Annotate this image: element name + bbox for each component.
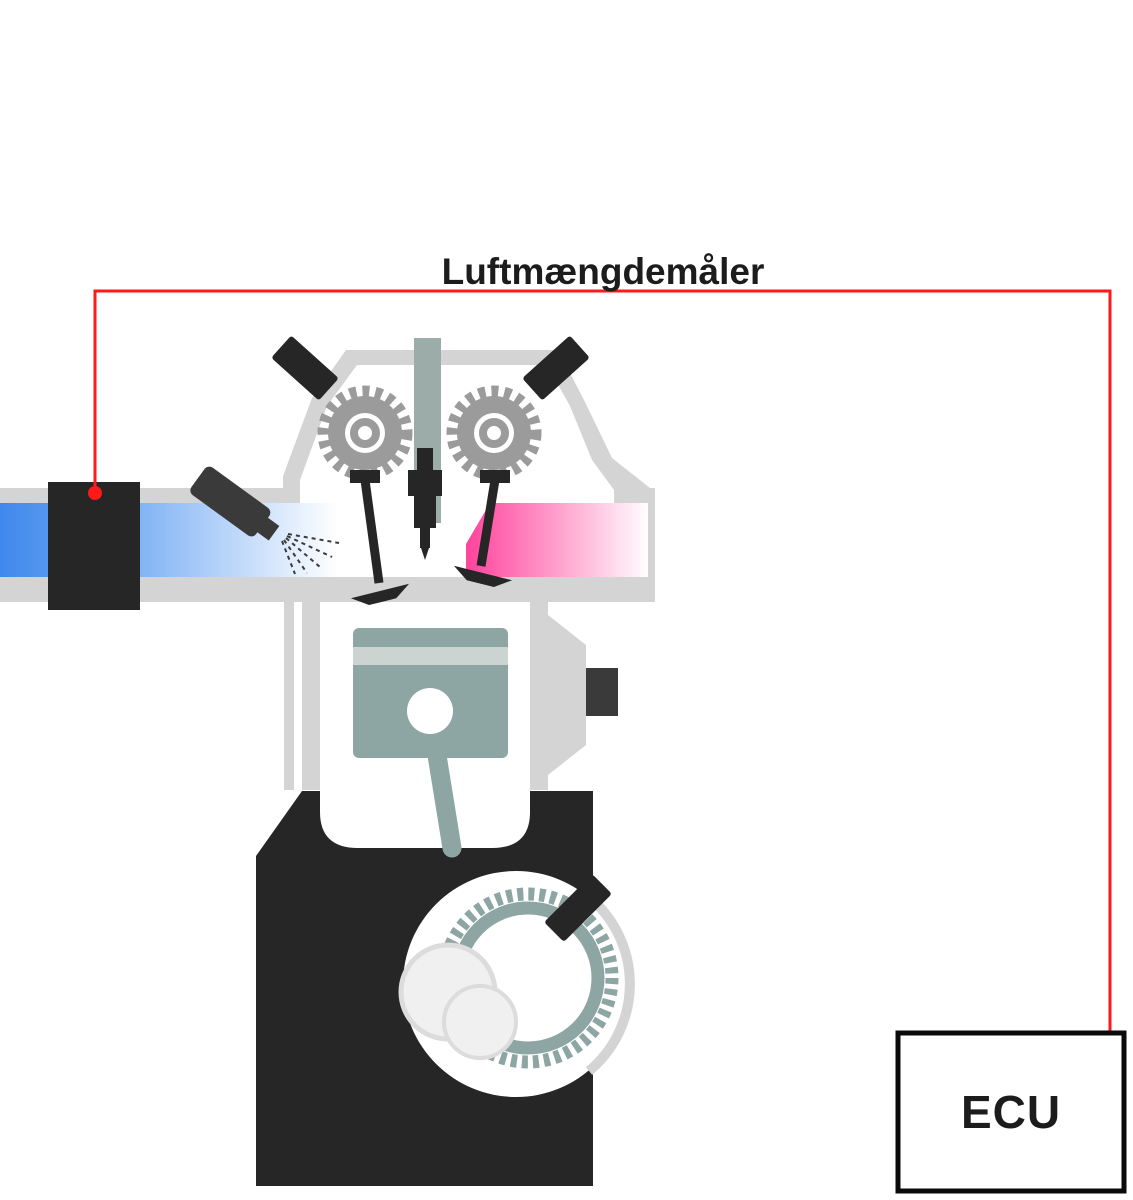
air-mass-meter-label: Luftmængdemåler [442,251,765,292]
cylinder-walls [284,600,618,790]
exhaust-valve-head [453,565,513,588]
exhaust-valve-stem [476,479,500,567]
intake-valve-stem [360,479,384,584]
cylinder-wall-inner-left [302,600,320,790]
camshaft-sensor-right [523,336,589,400]
wrist-pin [407,688,453,734]
crank-journal [442,984,518,1060]
piston [353,628,508,758]
spray-line [287,533,340,544]
fuel-spray [281,533,340,575]
spray-line [281,540,296,575]
fuel-injector [190,466,340,575]
spark-plug-electrode [421,548,429,560]
ecu-box-border [895,1030,1127,1194]
duct-bottom-wall-right [530,577,655,602]
gear-hub [350,418,380,448]
exhaust-valve [453,470,513,588]
air-mass-meter-sensor [48,482,140,610]
spark-plug-shell [414,496,436,528]
cylinder-wall-outer-left [284,600,294,790]
cylinder-wall-inner-right [530,600,548,790]
cylinder-bore [320,786,530,848]
piston-ring [353,647,508,665]
crankshaft-sensor [545,875,611,941]
intake-valve-bucket [350,470,380,483]
air-mass-meter-body [48,482,140,610]
spray-line [286,535,333,558]
exhaust-gas-flow [466,503,648,577]
ecu-label: ECU [961,1086,1061,1138]
cylinder-casing-right [548,615,586,775]
ecu-signal-wire [93,289,1112,1033]
fuel-injector-body [190,466,271,537]
spark-plug-insulator [420,528,430,548]
knock-sensor [586,668,618,716]
duct-bottom-wall-left [0,577,318,602]
crank-gear-teeth [437,887,619,1069]
crankcase-edge [585,893,635,1075]
crankshaft-sensor-body [545,875,611,941]
exhaust-valve-bucket [480,470,510,483]
ecu-box: ECU [895,1030,1127,1194]
intake-valve-head [350,583,410,606]
spray-line [283,539,308,574]
camshaft-sensor-left-body [272,336,338,400]
spark-plug-terminal [417,448,433,470]
gear-hub [479,418,509,448]
camshaft-sensor-left [272,336,338,400]
engine-block [256,786,635,1186]
intake-valve [350,470,410,606]
spark-plug-hex [408,470,442,496]
fuel-injector-tip [255,516,280,541]
camshaft-sensor-right-body [523,336,589,400]
spark-plug [408,448,442,560]
